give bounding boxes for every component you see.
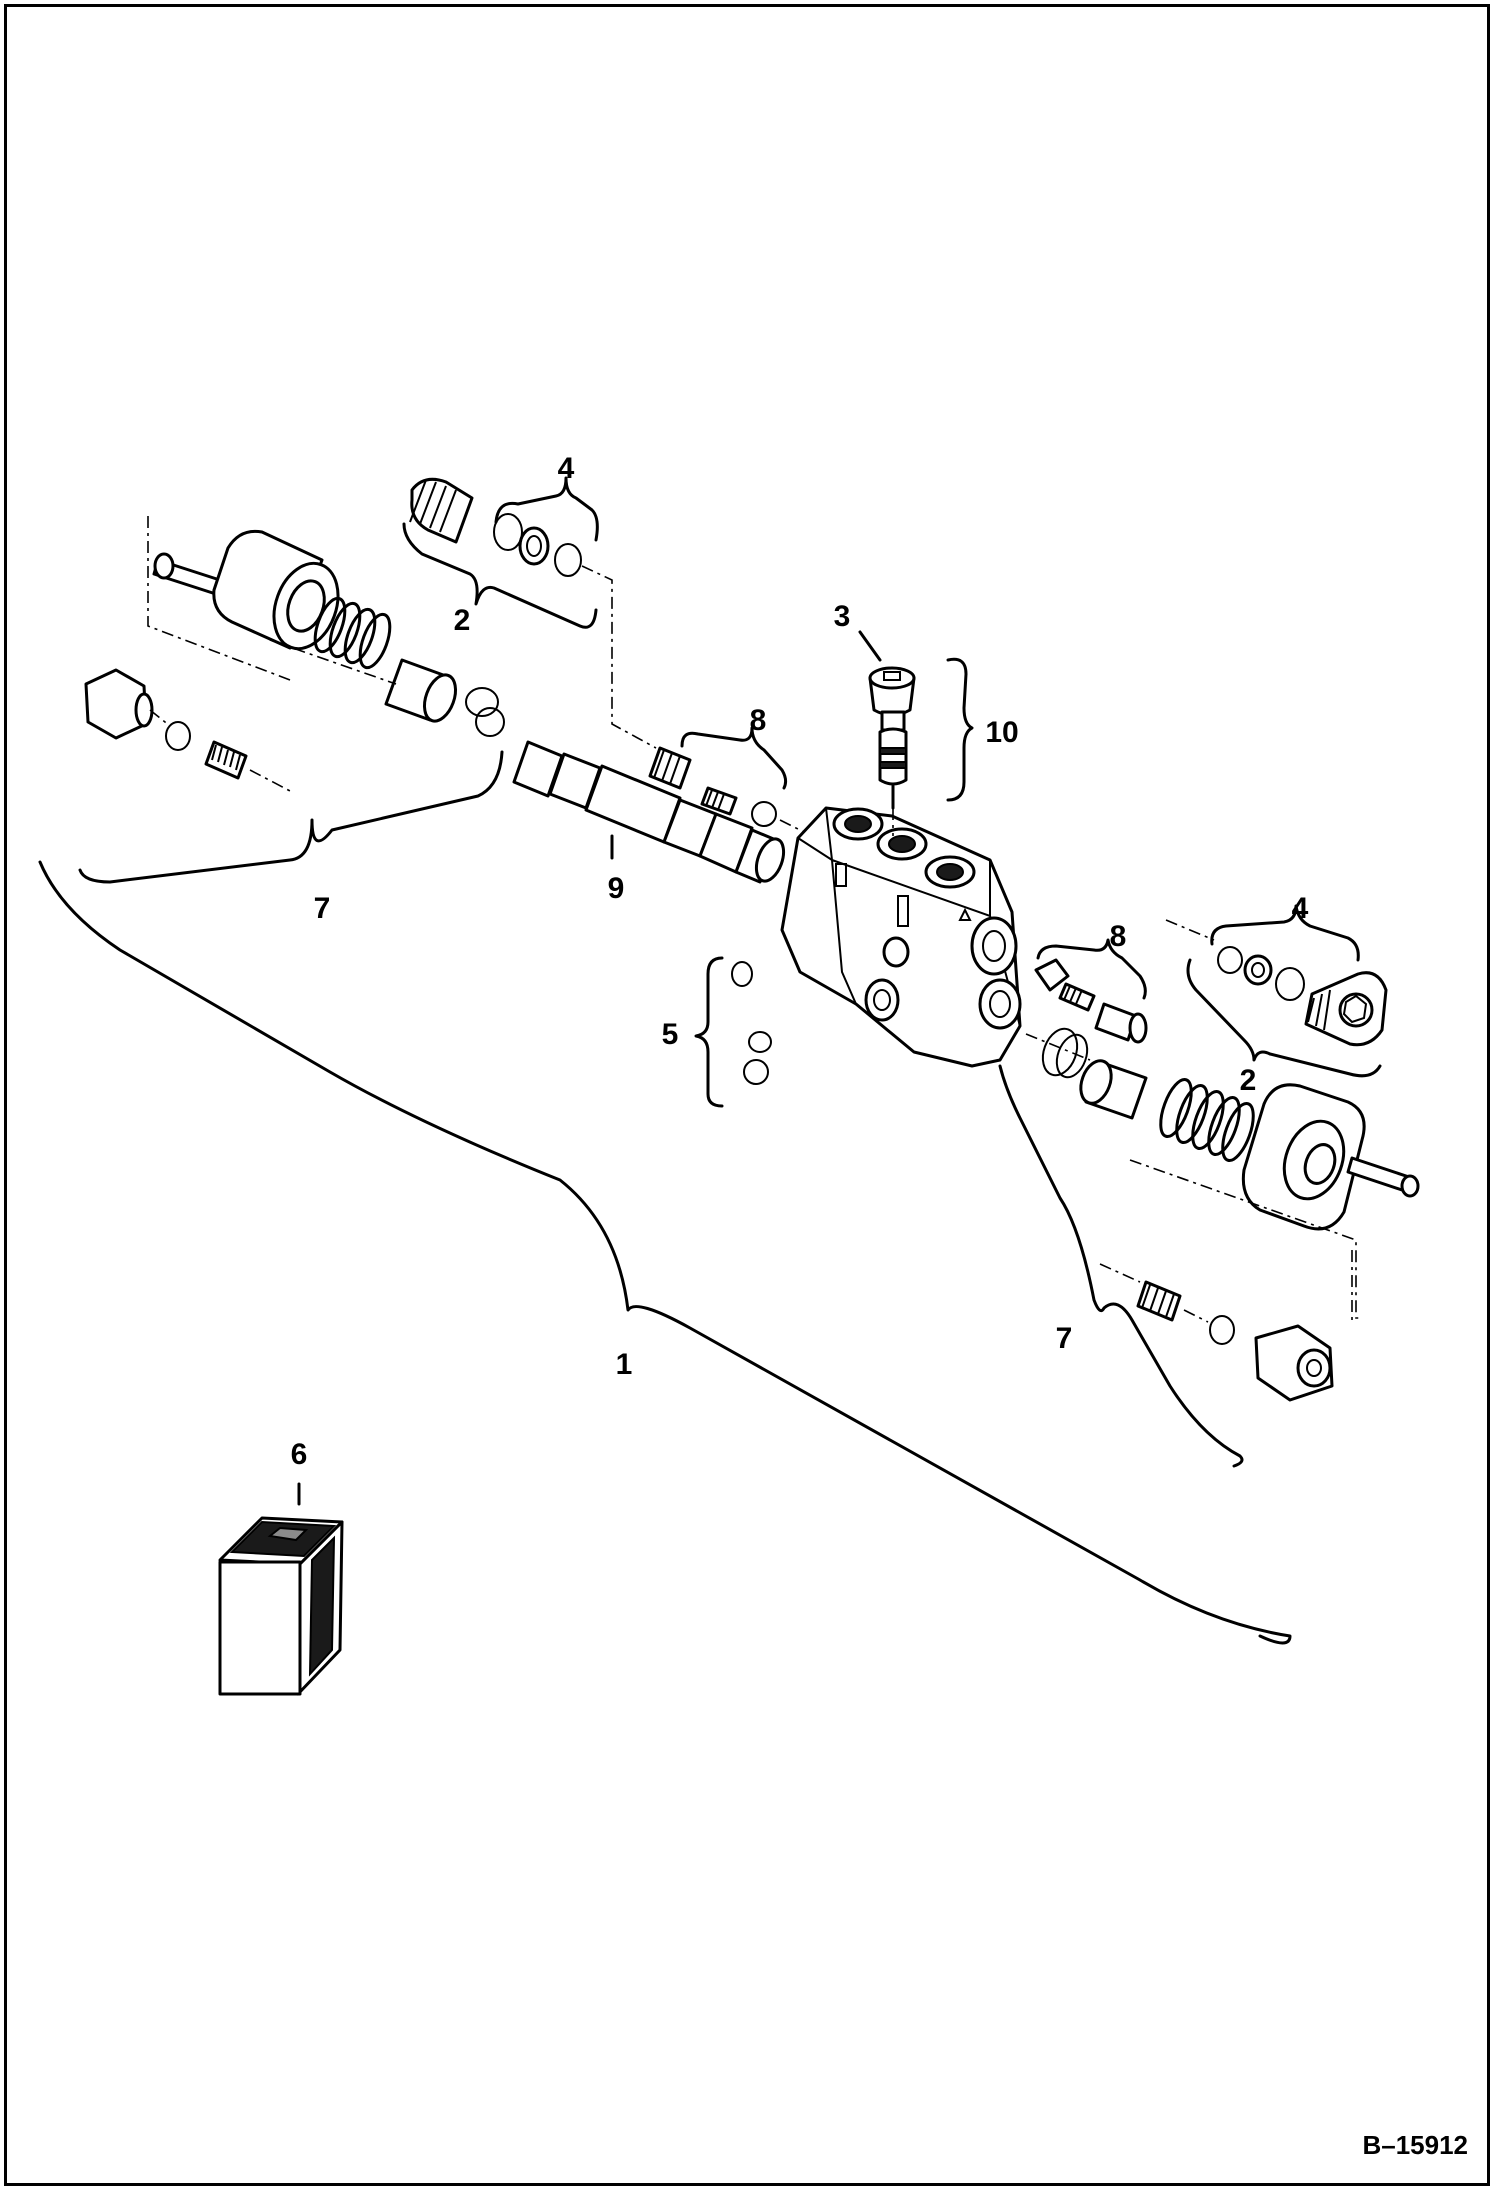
callout-7-left: 7 (314, 892, 331, 925)
left-centerline-b (269, 639, 397, 685)
seal-kit-box (218, 1516, 344, 1696)
left-end-cap-assembly (147, 516, 505, 737)
left-spring (313, 596, 392, 670)
callout-6: 6 (291, 1438, 308, 1471)
relief-cartridge (868, 666, 916, 836)
callout-9: 9 (608, 872, 625, 905)
callout-brackets (38, 476, 1382, 1645)
seal-kit-rings (731, 961, 772, 1085)
left-centerline-a (147, 516, 291, 681)
right-end-cap-assembly (1025, 1027, 1420, 1320)
right-adapter-assembly (1099, 1263, 1334, 1402)
left-end-cap (212, 529, 340, 651)
callout-5: 5 (662, 1018, 679, 1051)
figure-code: B–15912 (1362, 2130, 1468, 2160)
callout-2-right: 2 (1240, 1064, 1257, 1097)
main-spool (512, 740, 786, 884)
upper-left-plug-assembly (409, 477, 657, 749)
right-detent-assembly (1034, 958, 1148, 1044)
callout-10: 10 (985, 716, 1018, 749)
callout-2-upper-left: 2 (454, 604, 471, 637)
drawing-frame (4, 4, 1490, 2186)
callout-4-upper-left: 4 (558, 452, 575, 485)
right-end-cap (1241, 1083, 1366, 1231)
callout-1: 1 (616, 1348, 633, 1381)
right-bolt (1346, 1156, 1420, 1198)
upper-right-plug-assembly (1165, 919, 1388, 1047)
valve-body (780, 806, 1022, 1068)
callout-8-right: 8 (1110, 920, 1127, 953)
left-seal-ring-2 (475, 707, 505, 737)
callout-4-right: 4 (1292, 892, 1309, 925)
left-detent-assembly (648, 746, 805, 833)
left-seal-ring-1 (465, 687, 499, 717)
callout-8-upper: 8 (750, 704, 767, 737)
left-adapter-assembly (84, 668, 293, 793)
left-spring-seat (384, 658, 458, 723)
callout-3: 3 (834, 600, 851, 633)
right-spring (1159, 1078, 1255, 1162)
callout-labels: 4 2 3 10 8 7 9 5 8 4 2 7 1 6 B–15912 (291, 452, 1468, 2160)
callout-7-right: 7 (1056, 1322, 1073, 1355)
